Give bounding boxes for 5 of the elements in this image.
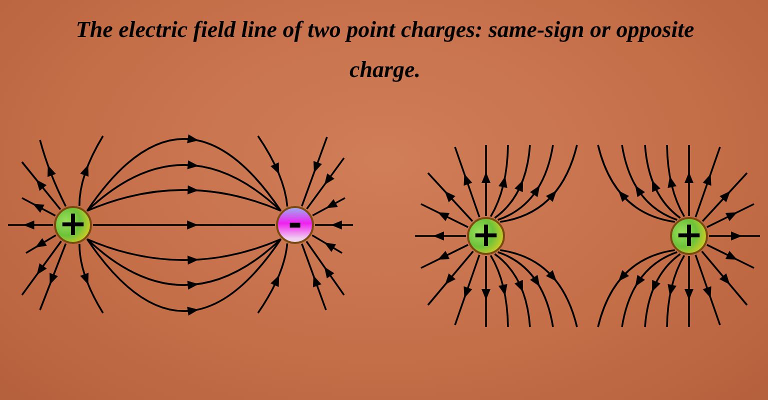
title: The electric field line of two point charges: same-sign or opposite charge. [74,16,696,84]
point-charge: + [467,217,505,255]
point-charge: + [670,217,708,255]
point-charge: - [276,206,314,244]
point-charge: + [54,206,92,244]
